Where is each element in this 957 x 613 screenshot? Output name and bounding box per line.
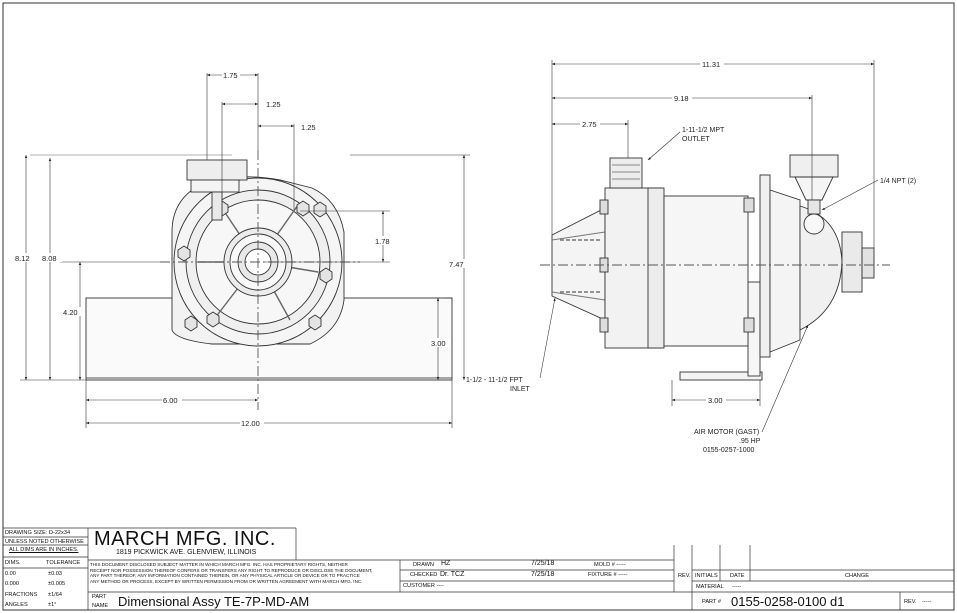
rev-value: ----- bbox=[922, 599, 932, 605]
fixture-label: FIXTURE # ----- bbox=[588, 572, 628, 578]
bolt bbox=[184, 315, 198, 332]
part-name: Dimensional Assy TE-7P-MD-AM bbox=[118, 594, 310, 609]
side-view bbox=[540, 154, 890, 381]
proprietary-disclaimer: THIS DOCUMENT DISCLOSED SUBJECT MATTER I… bbox=[90, 562, 373, 584]
outlet-note: 1-11-1/2 MPT bbox=[682, 127, 725, 134]
air-motor bbox=[663, 154, 875, 358]
company-name: MARCH MFG. INC. bbox=[94, 528, 276, 550]
dim-3-00-side: 3.00 bbox=[708, 396, 723, 405]
side-dimensions bbox=[539, 60, 879, 433]
tol-dim-3: ANGLES bbox=[5, 602, 28, 608]
initials-col: INITIALS bbox=[695, 573, 718, 579]
inlet-nozzle bbox=[551, 207, 606, 321]
front-dim-labels: 1.75 1.25 1.25 1.78 8.12 8.08 4.20 7.47 … bbox=[14, 70, 468, 428]
drawing-size: DRAWING SIZE: D-22x34 bbox=[5, 530, 71, 536]
part-label-1: PART bbox=[92, 594, 107, 600]
all-dims-inches: ALL DIMS ARE IN INCHES. bbox=[9, 547, 79, 553]
inlet-note: 1-1/2 - 11-1/2 FPT bbox=[466, 377, 523, 384]
dim-7-47: 7.47 bbox=[449, 260, 464, 269]
inlet-note-2: INLET bbox=[510, 386, 531, 393]
motor-part: 0155-0257-1000 bbox=[703, 447, 754, 454]
material-value: ----- bbox=[732, 584, 742, 590]
dim-8-08: 8.08 bbox=[42, 254, 57, 263]
dim-1-78: 1.78 bbox=[375, 237, 390, 246]
bolt bbox=[313, 201, 327, 218]
motor-note: AIR MOTOR (GAST) bbox=[694, 429, 759, 436]
drawn-value: HZ bbox=[441, 560, 451, 567]
side-dim-labels: 11.31 9.18 2.75 3.00 1-11-1/2 MPT OUTLET… bbox=[466, 59, 916, 454]
outlet-fitting bbox=[186, 159, 248, 221]
material-label: MATERIAL bbox=[696, 584, 724, 590]
customer-label: CUSTOMER ---- bbox=[403, 583, 444, 589]
tol-val-2: ±1/64 bbox=[48, 592, 62, 598]
dim-11-31: 11.31 bbox=[702, 60, 720, 69]
tolerance-label: TOLERANCE bbox=[46, 560, 81, 566]
mold-label: MOLD # ----- bbox=[594, 562, 626, 568]
motor-hp: .95 HP bbox=[739, 438, 761, 445]
date-col: DATE bbox=[730, 573, 745, 579]
dim-12-00: 12.00 bbox=[241, 419, 260, 428]
unless-noted: UNLESS NOTED OTHERWISE bbox=[5, 539, 84, 545]
dim-2-75: 2.75 bbox=[582, 120, 597, 129]
front-view bbox=[30, 150, 453, 410]
tol-val-3: ±1° bbox=[48, 602, 57, 608]
dim-4-20: 4.20 bbox=[63, 308, 78, 317]
title-block-grid bbox=[3, 527, 954, 610]
company-address: 1819 PICKWICK AVE. GLENVIEW, ILLINOIS bbox=[116, 549, 257, 556]
front-dimensions bbox=[20, 73, 470, 428]
drawn-label: DRAWN bbox=[413, 562, 434, 568]
tol-dim-1: 0.000 bbox=[5, 581, 19, 587]
dim-9-18: 9.18 bbox=[674, 94, 689, 103]
checked-date: 7/25/18 bbox=[531, 571, 555, 578]
bolt bbox=[319, 267, 333, 284]
checked-label: CHECKED bbox=[410, 572, 438, 578]
drawn-date: 7/25/18 bbox=[531, 560, 555, 567]
outlet-note-2: OUTLET bbox=[682, 136, 710, 143]
bolt bbox=[308, 314, 322, 331]
tol-dim-2: FRACTIONS bbox=[5, 592, 38, 598]
tol-dim-0: 0.00 bbox=[5, 571, 16, 577]
bolt bbox=[206, 311, 220, 328]
dim-6-00: 6.00 bbox=[163, 396, 178, 405]
dim-3-00-front: 3.00 bbox=[431, 339, 446, 348]
dim-1-25-b: 1.25 bbox=[301, 123, 316, 132]
change-col: CHANGE bbox=[845, 573, 869, 579]
dims-label: DIMS. bbox=[5, 560, 21, 566]
rev-col: REV. bbox=[678, 573, 691, 579]
npt-note: 1/4 NPT (2) bbox=[880, 178, 916, 185]
tol-val-1: ±0.005 bbox=[48, 581, 66, 587]
motor-bracket bbox=[679, 371, 763, 381]
dim-1-75: 1.75 bbox=[223, 71, 238, 80]
part-number-label: PART # bbox=[702, 599, 721, 605]
rev-label: REV. bbox=[904, 599, 917, 605]
dim-1-25-a: 1.25 bbox=[266, 100, 281, 109]
checked-value: Dr. TCZ bbox=[440, 571, 465, 578]
tol-val-0: ±0.03 bbox=[48, 571, 62, 577]
bolt bbox=[296, 200, 310, 217]
part-label-2: NAME bbox=[92, 603, 109, 609]
dim-8-12: 8.12 bbox=[15, 254, 30, 263]
part-number: 0155-0258-0100 d1 bbox=[731, 594, 845, 609]
bolt bbox=[177, 245, 191, 262]
pump-head bbox=[599, 157, 665, 349]
